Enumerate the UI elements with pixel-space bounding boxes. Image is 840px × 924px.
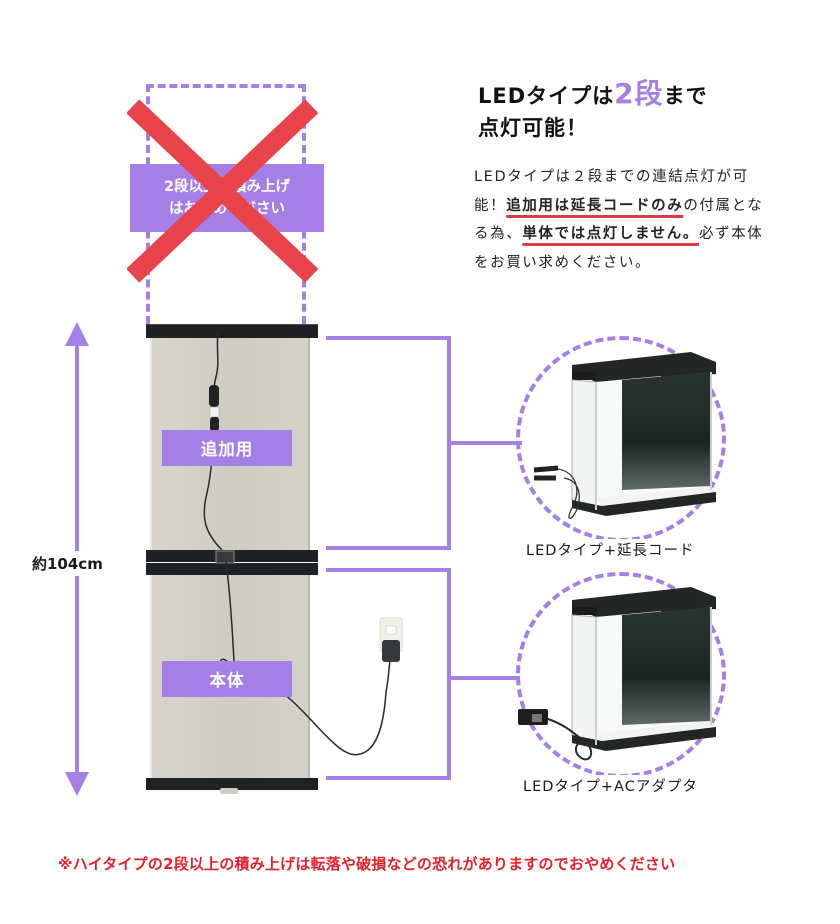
prohibited-label-line1: 2段以上の積み上げ [163, 179, 291, 195]
description-text: LEDタイプは２段までの連結点灯が可能！ [474, 169, 749, 214]
stacked-cases-photo [146, 322, 403, 794]
led-case-with-ac-adapter-photo [518, 587, 716, 761]
main-case-label: 本体 [162, 661, 292, 697]
height-label: 約104cm [32, 551, 103, 576]
description-emphasis-extension: 追加用は延長コードのみ [506, 197, 684, 214]
case-foot [220, 788, 238, 794]
power-cable [203, 331, 403, 756]
description-text: 必ず本体をお買い求めください。 [474, 226, 764, 271]
extension-case-label: 追加用 [162, 430, 292, 466]
upper-connector-line [450, 441, 522, 445]
lower-case-base-frame [146, 778, 318, 790]
description-text: の付属となる為、 [474, 197, 764, 243]
headline-line1: LEDタイプは2段まで [478, 78, 708, 112]
product-caption-adapter: LEDタイプ+ACアダプタ [521, 775, 700, 796]
upper-bracket-line [326, 336, 451, 550]
upper-case-top-frame [146, 324, 318, 338]
headline-accent: 2段 [614, 77, 664, 110]
headline-line2: 点灯可能！ [478, 116, 588, 140]
product-caption-extension: LEDタイプ+延長コード [524, 539, 697, 560]
prohibited-stack-label: 2段以上の積み上げ はおやめください [130, 164, 324, 232]
warning-note: ※ハイタイプの2段以上の積み上げは転落や破損などの恐れがありますのでおやめくださ… [58, 855, 676, 873]
description-emphasis-standalone: 単体では点灯しません。 [522, 226, 699, 242]
lower-case-top-frame [146, 563, 318, 575]
prohibited-label-line2: はおやめください [169, 201, 285, 217]
led-case-with-extension-cord-photo [533, 352, 716, 519]
lower-bracket-line [326, 568, 451, 780]
arrow-down-icon [65, 772, 89, 796]
headline-text: LEDタイプは [478, 84, 615, 108]
lower-connector-line [450, 676, 520, 680]
headline-text-end: まで [663, 84, 708, 108]
description-paragraph: LEDタイプは２段までの連結点灯が可能！追加用は延長コードのみの付属となる為、単… [474, 163, 774, 277]
headline: LEDタイプは2段まで 点灯可能！ [478, 78, 708, 144]
arrow-up-icon [65, 322, 89, 346]
